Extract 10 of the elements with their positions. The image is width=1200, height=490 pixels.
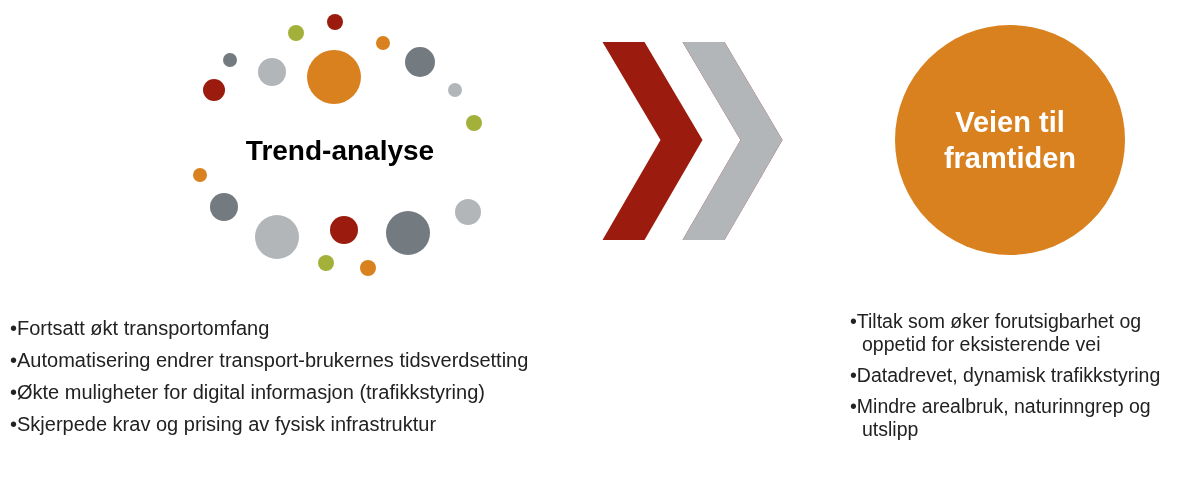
- double-chevron-arrow: [602, 42, 783, 240]
- bullet-item: •Økte muligheter for digital informasjon (trafikkstyring): [10, 380, 486, 405]
- bullet-item: •Datadrevet, dynamisk trafikkstyring: [850, 364, 1162, 387]
- node-title: Veien til framtiden: [942, 104, 1078, 176]
- bullet-item: •Automatisering endrer transport-brukernes tidsverdsetting: [10, 348, 530, 373]
- bullet-item: •Tiltak som øker forutsigbarhet og oppetid for eksisterende vei: [850, 310, 1143, 356]
- bullet-item: •Mindre arealbruk, naturinngrep og utslipp: [850, 395, 1152, 441]
- node-title: Trend-analyse: [244, 133, 436, 168]
- bullet-item: •Fortsatt økt transportomfang: [10, 316, 271, 341]
- bullet-item: •Skjerpede krav og prising av fysisk infrastruktur: [10, 412, 438, 437]
